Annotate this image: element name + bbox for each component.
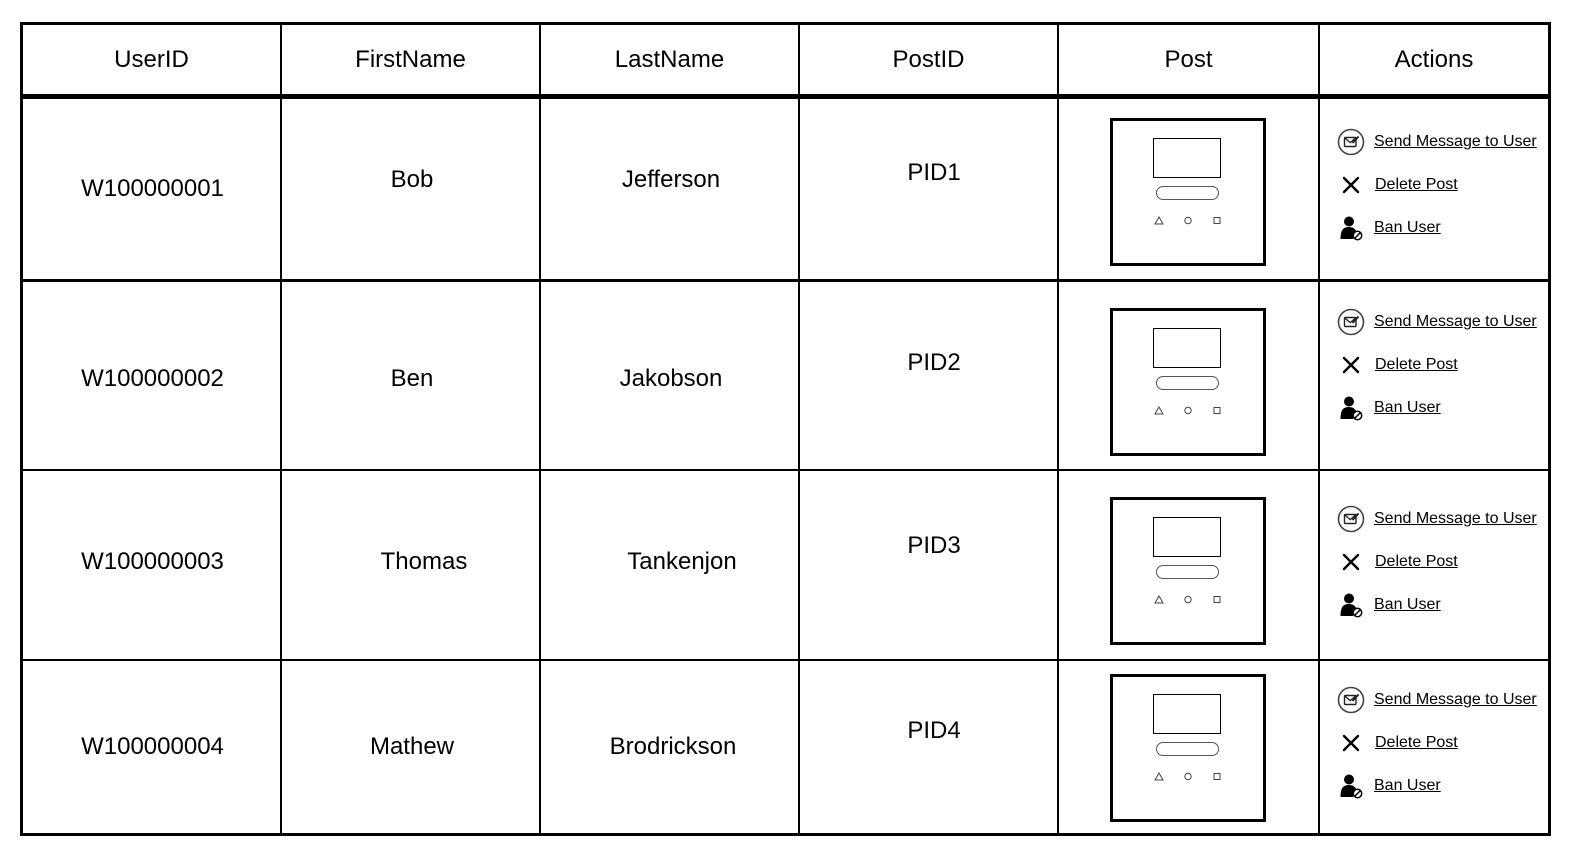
nav-buttons-icon — [1154, 405, 1221, 415]
ban-user-link[interactable]: Ban User — [1374, 399, 1441, 416]
row-divider — [23, 659, 1548, 661]
post-thumbnail[interactable] — [1110, 308, 1266, 456]
cell-postid: PID1 — [907, 159, 961, 186]
message-icon[interactable] — [1337, 505, 1365, 533]
send-message-link[interactable]: Send Message to User — [1374, 510, 1537, 527]
post-thumbnail[interactable] — [1110, 674, 1266, 822]
delete-post-link[interactable]: Delete Post — [1375, 553, 1458, 570]
cell-postid: PID4 — [907, 717, 961, 744]
cell-postid: PID3 — [907, 532, 961, 559]
cell-lastname: Tankenjon — [627, 548, 737, 575]
ban-user-action[interactable]: Ban User — [1337, 394, 1441, 422]
send-message-link[interactable]: Send Message to User — [1374, 133, 1537, 150]
ban-user-action[interactable]: Ban User — [1337, 591, 1441, 619]
cell-firstname: Thomas — [380, 548, 468, 575]
cell-lastname: Jefferson — [621, 166, 721, 193]
thumbnail-bar — [1156, 565, 1219, 579]
column-divider — [1057, 25, 1059, 833]
row-divider — [23, 469, 1548, 471]
cell-userid: W100000002 — [81, 365, 224, 392]
delete-post-action[interactable]: Delete Post — [1337, 171, 1458, 199]
users-posts-table: UserID FirstName LastName PostID Post Ac… — [20, 22, 1551, 836]
ban-user-link[interactable]: Ban User — [1374, 777, 1441, 794]
nav-buttons-icon — [1154, 771, 1221, 781]
cell-firstname: Ben — [390, 365, 434, 392]
delete-post-link[interactable]: Delete Post — [1375, 356, 1458, 373]
column-header-lastname: LastName — [614, 45, 725, 73]
thumbnail-bar — [1156, 742, 1219, 756]
header-divider — [23, 94, 1548, 99]
send-message-action[interactable]: Send Message to User — [1337, 505, 1537, 533]
ban-user-icon[interactable] — [1337, 591, 1365, 619]
ban-user-action[interactable]: Ban User — [1337, 772, 1441, 800]
column-header-post: Post — [1164, 45, 1213, 73]
post-thumbnail[interactable] — [1110, 497, 1266, 645]
cell-lastname: Brodrickson — [609, 733, 737, 760]
column-header-postid: PostID — [892, 45, 965, 73]
ban-user-link[interactable]: Ban User — [1374, 219, 1441, 236]
close-icon[interactable] — [1337, 729, 1365, 757]
ban-user-icon[interactable] — [1337, 772, 1365, 800]
close-icon[interactable] — [1337, 548, 1365, 576]
column-divider — [798, 25, 800, 833]
column-header-firstname: FirstName — [355, 45, 466, 73]
message-icon[interactable] — [1337, 308, 1365, 336]
cell-userid: W100000004 — [81, 733, 224, 760]
thumbnail-bar — [1156, 186, 1219, 200]
send-message-action[interactable]: Send Message to User — [1337, 128, 1537, 156]
send-message-link[interactable]: Send Message to User — [1374, 691, 1537, 708]
send-message-link[interactable]: Send Message to User — [1374, 313, 1537, 330]
send-message-action[interactable]: Send Message to User — [1337, 686, 1537, 714]
column-divider — [280, 25, 282, 833]
cell-firstname: Mathew — [369, 733, 455, 760]
thumbnail-screen — [1153, 517, 1221, 557]
thumbnail-bar — [1156, 376, 1219, 390]
post-thumbnail[interactable] — [1110, 118, 1266, 266]
ban-user-link[interactable]: Ban User — [1374, 596, 1441, 613]
nav-buttons-icon — [1154, 215, 1221, 225]
column-divider — [539, 25, 541, 833]
ban-user-icon[interactable] — [1337, 394, 1365, 422]
close-icon[interactable] — [1337, 351, 1365, 379]
cell-postid: PID2 — [907, 349, 961, 376]
row-divider — [23, 279, 1548, 282]
delete-post-link[interactable]: Delete Post — [1375, 176, 1458, 193]
thumbnail-screen — [1153, 328, 1221, 368]
delete-post-action[interactable]: Delete Post — [1337, 729, 1458, 757]
ban-user-icon[interactable] — [1337, 214, 1365, 242]
cell-userid: W100000001 — [81, 175, 224, 202]
thumbnail-screen — [1153, 694, 1221, 734]
send-message-action[interactable]: Send Message to User — [1337, 308, 1537, 336]
column-header-actions: Actions — [1394, 45, 1474, 73]
column-header-userid: UserID — [114, 45, 189, 73]
message-icon[interactable] — [1337, 128, 1365, 156]
cell-firstname: Bob — [390, 166, 434, 193]
thumbnail-screen — [1153, 138, 1221, 178]
nav-buttons-icon — [1154, 594, 1221, 604]
message-icon[interactable] — [1337, 686, 1365, 714]
ban-user-action[interactable]: Ban User — [1337, 214, 1441, 242]
delete-post-action[interactable]: Delete Post — [1337, 351, 1458, 379]
cell-userid: W100000003 — [81, 548, 224, 575]
cell-lastname: Jakobson — [619, 365, 723, 392]
delete-post-action[interactable]: Delete Post — [1337, 548, 1458, 576]
close-icon[interactable] — [1337, 171, 1365, 199]
column-divider — [1318, 25, 1320, 833]
delete-post-link[interactable]: Delete Post — [1375, 734, 1458, 751]
